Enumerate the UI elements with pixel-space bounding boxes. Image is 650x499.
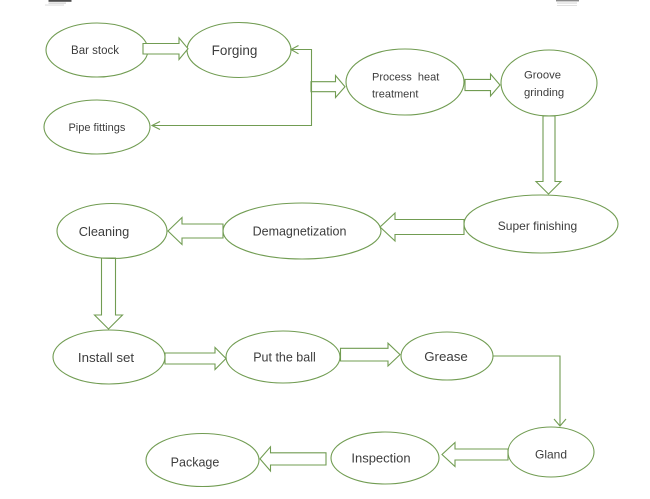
svg-text:Put the ball: Put the ball: [253, 350, 316, 364]
svg-text:grinding: grinding: [524, 87, 564, 99]
svg-text:Grease: Grease: [424, 349, 468, 364]
svg-text:Package: Package: [171, 456, 220, 470]
svg-text:Gland: Gland: [535, 448, 567, 462]
svg-text:Forging: Forging: [212, 43, 258, 58]
svg-text:Bar stock: Bar stock: [71, 45, 119, 57]
svg-text:treatment: treatment: [372, 89, 418, 101]
svg-text:Super finishing: Super finishing: [498, 219, 577, 233]
svg-text:Inspection: Inspection: [351, 450, 410, 465]
svg-text:Process heat: Process heat: [372, 72, 439, 84]
svg-text:Cleaning: Cleaning: [79, 224, 130, 239]
svg-text:Groove: Groove: [524, 70, 561, 82]
svg-text:Install set: Install set: [78, 350, 134, 365]
svg-text:Demagnetization: Demagnetization: [253, 224, 347, 238]
svg-text:Pipe fittings: Pipe fittings: [68, 122, 125, 134]
